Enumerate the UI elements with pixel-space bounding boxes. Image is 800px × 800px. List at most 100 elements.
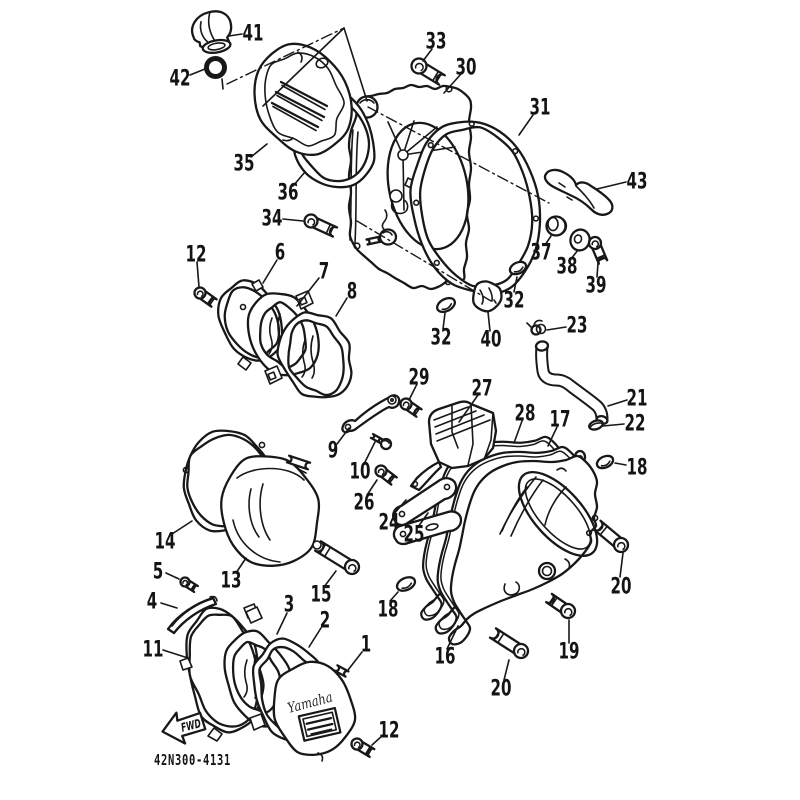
leader-line-28	[513, 420, 523, 444]
callout-1: 1	[361, 633, 372, 658]
part-screw-5	[179, 576, 200, 594]
part-bracket-27	[409, 400, 498, 492]
part-bolt-33	[410, 57, 447, 86]
leader-line-32	[442, 312, 446, 330]
callout-22: 22	[625, 412, 646, 437]
part-plug-40	[472, 280, 503, 313]
callout-18: 18	[378, 598, 399, 623]
leader-line-2	[308, 627, 322, 648]
callout-40: 40	[481, 328, 502, 353]
part-clip-22	[588, 419, 604, 431]
leader-line-34	[282, 218, 304, 222]
part-arm-9	[341, 394, 401, 434]
part-bolt-12b	[350, 737, 376, 759]
leader-line-11	[162, 649, 189, 659]
leader-line-40	[487, 311, 491, 332]
part-bolt-34	[303, 213, 339, 238]
part-bolt-20b	[592, 519, 630, 554]
leader-line-13	[235, 557, 247, 574]
callout-39: 39	[586, 274, 607, 299]
leader-line-20	[503, 659, 510, 681]
leader-line-30	[443, 73, 462, 94]
part-cover-35	[253, 42, 353, 156]
part-oil-cap-41	[191, 10, 233, 54]
callout-34: 34	[262, 207, 283, 232]
leader-line-41	[228, 33, 243, 37]
part-bolt-20a	[488, 627, 530, 660]
part-strip-4	[166, 595, 218, 635]
part-bolt-12a	[193, 286, 218, 308]
leader-line-42	[189, 68, 206, 76]
leader-line-23	[546, 326, 567, 331]
callout-37: 37	[531, 241, 552, 266]
callout-24: 24	[379, 511, 400, 536]
callout-38: 38	[557, 255, 578, 280]
callout-18: 18	[627, 456, 648, 481]
leader-line-18	[389, 591, 399, 602]
callout-30: 30	[456, 56, 477, 81]
callout-20: 20	[491, 677, 512, 702]
part-plug-32b	[508, 260, 528, 276]
leader-line-16	[446, 625, 459, 650]
part-cover-13	[220, 454, 322, 567]
callout-26: 26	[354, 491, 375, 516]
leader-line-4	[160, 602, 178, 609]
callout-2: 2	[320, 609, 331, 634]
callout-10: 10	[350, 460, 371, 485]
part-bolt-26	[374, 464, 398, 486]
callout-36: 36	[278, 181, 299, 206]
leader-line-32	[513, 276, 518, 293]
leader-line-31	[518, 114, 534, 136]
callout-15: 15	[311, 583, 332, 608]
leader-line-35	[250, 143, 268, 158]
leader-line-3	[276, 612, 288, 635]
leader-line-25	[417, 512, 429, 528]
part-plug-32a	[436, 296, 456, 314]
callout-33: 33	[426, 30, 447, 55]
part-gasket-8	[276, 311, 353, 399]
callout-28: 28	[515, 402, 536, 427]
callout-12: 12	[379, 719, 400, 744]
leader-lines	[160, 33, 628, 746]
part-plug-18b	[395, 576, 417, 592]
callout-32: 32	[504, 289, 525, 314]
leader-line-8	[335, 297, 348, 317]
part-cover-1: Yamaha	[272, 660, 357, 762]
leader-line-43	[596, 181, 627, 190]
callout-5: 5	[153, 560, 164, 585]
callout-9: 9	[328, 439, 339, 464]
leader-line-15	[323, 570, 337, 588]
callout-21: 21	[627, 387, 648, 412]
leader-line-24	[392, 499, 407, 516]
part-o-ring-42	[204, 56, 227, 79]
callout-12: 12	[186, 243, 207, 268]
leader-line-22	[602, 423, 625, 427]
part-arm-25	[392, 510, 463, 546]
assembly-axis-lines	[221, 27, 550, 302]
leader-line-14	[171, 520, 193, 535]
part-washer-38	[569, 228, 591, 252]
leader-line-39	[596, 262, 599, 278]
leader-line-36	[292, 171, 306, 187]
leader-line-6	[262, 259, 278, 284]
leader-line-29	[408, 383, 418, 401]
callout-29: 29	[409, 366, 430, 391]
part-grommet-37	[545, 215, 568, 237]
callout-41: 41	[243, 22, 264, 47]
callout-4: 4	[147, 590, 158, 615]
callout-27: 27	[472, 377, 493, 402]
leader-line-9	[336, 427, 350, 445]
callout-7: 7	[319, 260, 330, 285]
callout-14: 14	[155, 530, 176, 555]
callout-42: 42	[170, 67, 191, 92]
part-bolt-29	[399, 397, 423, 418]
callout-3: 3	[284, 593, 295, 618]
leader-line-1	[347, 651, 363, 671]
fwd-arrow-shape	[161, 711, 207, 745]
leader-line-21	[607, 399, 628, 407]
part-plug-18a	[595, 454, 615, 470]
fwd-arrow: FWD	[161, 711, 207, 745]
callout-19: 19	[559, 640, 580, 665]
